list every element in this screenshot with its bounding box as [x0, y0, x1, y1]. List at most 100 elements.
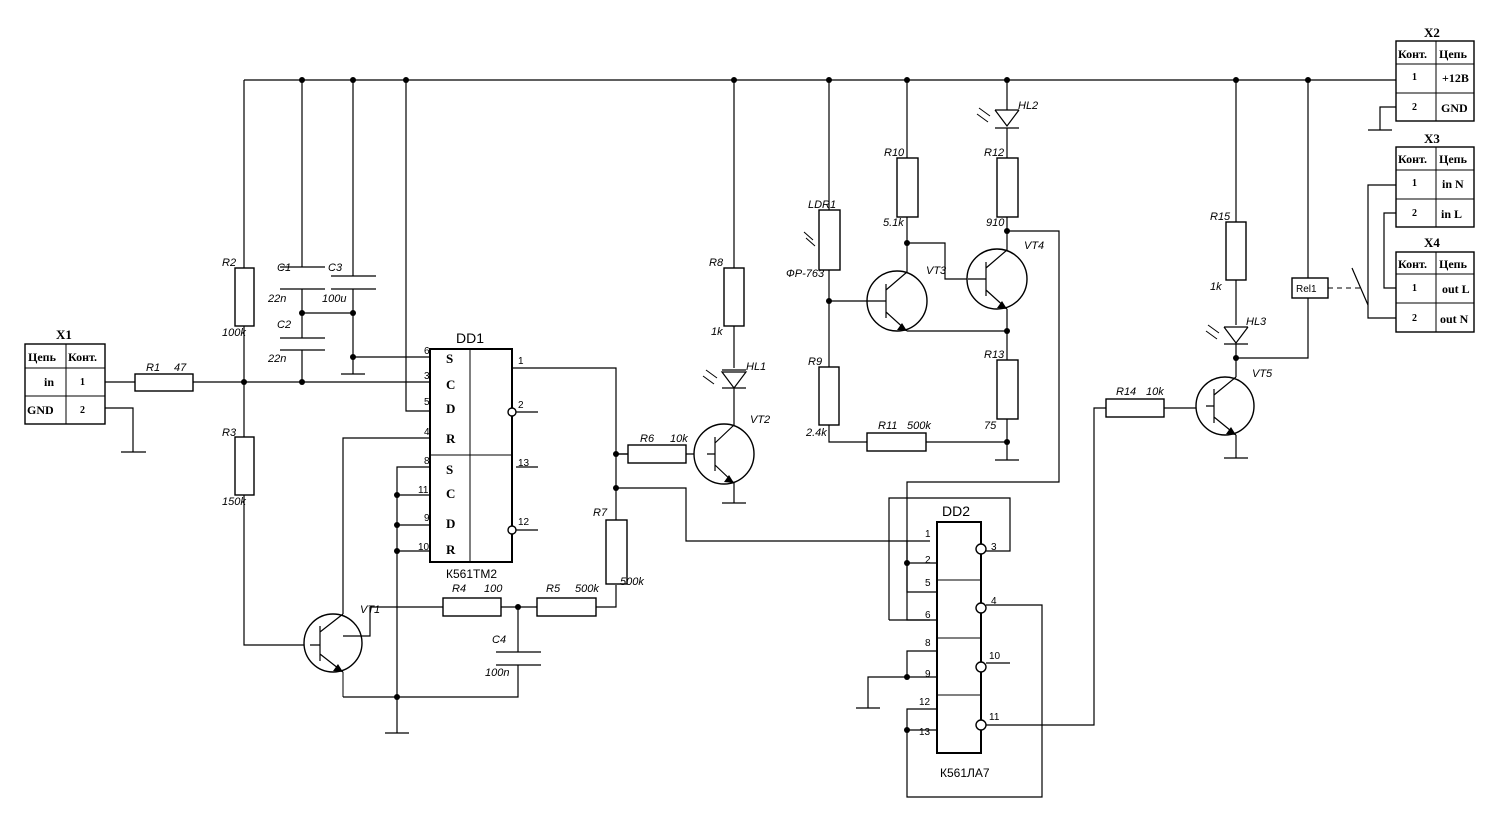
resistor-r2: R2 100k — [222, 80, 255, 437]
r9-ref: R9 — [808, 356, 822, 368]
r7-value: 500k — [620, 576, 644, 588]
connector-x4-row1-pin: 1 — [1412, 283, 1417, 294]
dd1-pin-10: 10 — [418, 542, 430, 553]
transistor-vt2: VT2 — [693, 388, 770, 504]
dd1-pin-13: 13 — [518, 458, 530, 469]
resistor-r6: R6 10k — [616, 433, 707, 464]
connector-x4-row1-net: out L — [1442, 282, 1470, 296]
r5-value: 500k — [575, 583, 599, 595]
ldr1-value: ФР-763 — [786, 268, 825, 280]
c3-value: 100u — [322, 293, 346, 305]
chip-dd1: DD1 К561ТМ2 S C D R S C D R 6 3 5 4 8 11… — [418, 330, 530, 581]
resistor-r1: R1 47 — [134, 362, 194, 392]
dd1-label-r1: R — [446, 431, 456, 446]
r10-ref: R10 — [884, 147, 905, 159]
hl1-ref: HL1 — [746, 361, 766, 373]
junction-dots — [241, 77, 1311, 733]
dd1-pin-2: 2 — [518, 400, 524, 411]
r14-ref: R14 — [1116, 386, 1136, 398]
connector-x1-row1-net: in — [44, 375, 54, 389]
transistor-vt3: VT3 — [829, 242, 1007, 332]
dd1-pin-1: 1 — [518, 356, 524, 367]
dd1-pin-5: 5 — [424, 397, 430, 408]
resistor-r8: R8 1k — [709, 80, 745, 368]
connector-x1-row1-pin: 1 — [80, 377, 85, 388]
connector-x2-row1-pin: 1 — [1412, 72, 1417, 83]
ldr1-ref: LDR1 — [808, 199, 836, 211]
capacitor-c3: C3 100u — [302, 80, 376, 375]
dd2-pin-13: 13 — [919, 727, 931, 738]
dd2-pin-3: 3 — [991, 542, 997, 553]
c4-value: 100n — [485, 667, 509, 679]
relay-rel1: Rel1 — [1236, 80, 1396, 359]
dd2-name: DD2 — [942, 503, 970, 519]
connector-x3-header-pin: Конт. — [1398, 152, 1427, 166]
r14-value: 10k — [1146, 386, 1164, 398]
resistor-r7: R7 500k — [593, 507, 644, 588]
connector-x2: X2 Конт. Цепь 1 +12В 2 GND — [1368, 25, 1475, 131]
vt2-ref: VT2 — [750, 414, 770, 426]
dd2-pin-4: 4 — [991, 596, 997, 607]
r13-value: 75 — [984, 420, 997, 432]
dd1-pin-12: 12 — [518, 517, 530, 528]
r15-ref: R15 — [1210, 211, 1231, 223]
dd2-pin-6: 6 — [925, 610, 931, 621]
dd1-pin-4: 4 — [424, 427, 430, 438]
dd1-label-s1: S — [446, 351, 453, 366]
resistor-r5: R5 500k — [536, 583, 599, 617]
dd2-pin-2: 2 — [925, 555, 931, 566]
connector-x4-row2-pin: 2 — [1412, 313, 1417, 324]
resistor-r15: R15 1k — [1210, 80, 1247, 325]
connector-x3-frame — [1395, 146, 1475, 228]
connector-x3-title: X3 — [1424, 131, 1440, 146]
connector-x2-header-pin: Конт. — [1398, 47, 1427, 61]
resistor-r3: R3 150k — [222, 427, 310, 646]
transistor-vt4: VT4 — [966, 240, 1044, 360]
r8-ref: R8 — [709, 257, 724, 269]
capacitor-c2: C2 22n — [267, 313, 325, 382]
resistor-r4: R4 100 — [370, 583, 537, 617]
dd1-part: К561ТМ2 — [446, 567, 497, 581]
hl2-ref: HL2 — [1018, 100, 1038, 112]
r2-value: 100k — [222, 327, 246, 339]
r3-value: 150k — [222, 496, 246, 508]
rel1-ref: Rel1 — [1296, 284, 1317, 295]
connector-x1-row2-net: GND — [27, 403, 54, 417]
dd1-label-c1: C — [446, 377, 455, 392]
r8-value: 1k — [711, 326, 723, 338]
dd1-label-r2: R — [446, 542, 456, 557]
r2-ref: R2 — [222, 257, 236, 269]
dd1-pin-8: 8 — [424, 456, 430, 467]
dd1-label-c2: C — [446, 486, 455, 501]
dd2-pin-9: 9 — [925, 669, 931, 680]
c2-ref: C2 — [277, 319, 291, 331]
c1-ref: C1 — [277, 262, 291, 274]
c4-ref: C4 — [492, 634, 506, 646]
transistor-vt1: VT1 — [303, 580, 380, 697]
connector-x3-row1-pin: 1 — [1412, 178, 1417, 189]
dd1-pin-3: 3 — [424, 371, 430, 382]
dd1-label-d1: D — [446, 401, 455, 416]
connector-x2-row2-net: GND — [1441, 101, 1468, 115]
connector-x3-header-net: Цепь — [1439, 152, 1468, 166]
r11-value: 500k — [907, 420, 931, 432]
dd1-label-s2: S — [446, 462, 453, 477]
r4-value: 100 — [484, 583, 503, 595]
r1-value: 47 — [174, 362, 187, 374]
r3-ref: R3 — [222, 427, 237, 439]
connector-x3-row2-net: in L — [1441, 207, 1462, 221]
resistor-r10: R10 5.1k — [883, 80, 919, 272]
connector-x4-header-pin: Конт. — [1398, 257, 1427, 271]
connector-x2-frame — [1395, 40, 1475, 122]
connector-x1-frame — [24, 343, 106, 425]
r10-value: 5.1k — [883, 217, 904, 229]
c2-value: 22n — [267, 353, 286, 365]
r15-value: 1k — [1210, 281, 1222, 293]
dd1-label-d2: D — [446, 516, 455, 531]
capacitor-c1: C1 22n — [267, 80, 325, 313]
resistor-r11: R11 500k — [866, 420, 1007, 452]
led-hl3: HL3 — [1205, 316, 1267, 358]
dd2-wiring — [856, 407, 1106, 798]
connector-x2-title: X2 — [1424, 25, 1440, 40]
